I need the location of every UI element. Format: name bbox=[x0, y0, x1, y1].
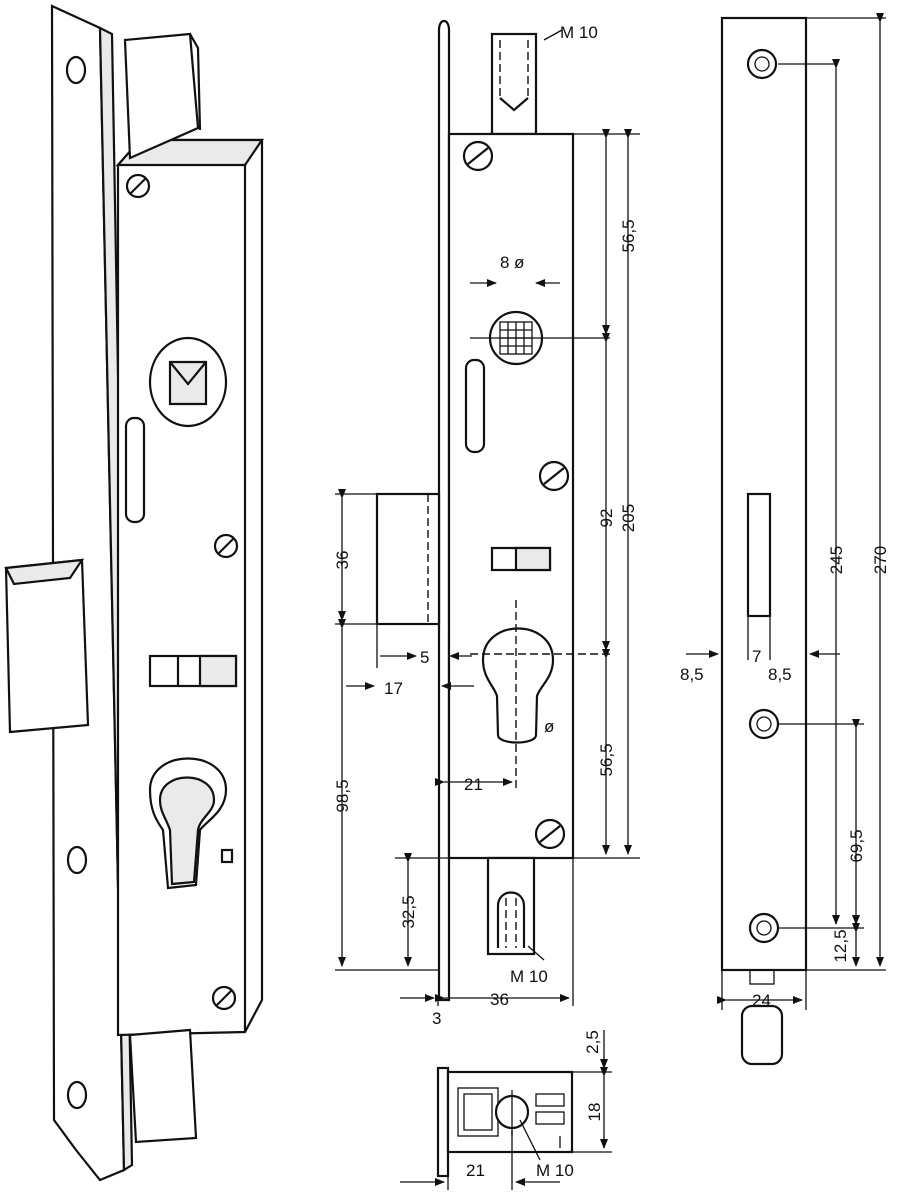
label-dim-205: 205 bbox=[619, 504, 638, 532]
label-dim-12-5: 12,5 bbox=[831, 929, 850, 962]
latch-bolt bbox=[4, 558, 90, 734]
top-bolt bbox=[123, 32, 200, 160]
front-case bbox=[447, 132, 575, 860]
label-thread-section: M 10 bbox=[536, 1161, 574, 1180]
front-cylinder-profile bbox=[481, 627, 555, 744]
side-latch-slot bbox=[746, 492, 772, 618]
label-dim-8-5-right: 8,5 bbox=[768, 665, 792, 684]
label-dim-36-latch: 36 bbox=[333, 551, 352, 570]
label-dim-8-suffix: ø bbox=[514, 253, 524, 272]
label-dim-245: 245 bbox=[827, 546, 846, 574]
label-dim-270: 270 bbox=[871, 546, 890, 574]
side-bottom-bolt bbox=[740, 1004, 784, 1066]
label-dim-56-5-top: 56,5 bbox=[619, 219, 638, 252]
case-screw-icon-1 bbox=[125, 173, 151, 199]
side-screw-hole-middle bbox=[748, 708, 780, 740]
front-faceplate-strip bbox=[437, 19, 451, 1002]
label-dim-17: 17 bbox=[384, 679, 403, 698]
label-dim-56-5-low: 56,5 bbox=[597, 743, 616, 776]
dimension-labels: M 10 M 10 M 10 56,5 92 205 56,5 8 ø ø 36… bbox=[333, 23, 890, 1180]
label-dim-7: 7 bbox=[752, 647, 761, 666]
lock-case bbox=[116, 138, 264, 1037]
label-thread-top: M 10 bbox=[560, 23, 598, 42]
front-top-bolt bbox=[490, 32, 538, 136]
perspective-view bbox=[4, 4, 265, 1182]
label-dim-3: 3 bbox=[432, 1009, 441, 1028]
front-view bbox=[335, 19, 640, 1006]
front-guide-slot bbox=[464, 358, 486, 454]
front-screw-icon-3 bbox=[534, 818, 566, 850]
bottom-bolt bbox=[128, 1028, 198, 1144]
label-dim-32-5: 32,5 bbox=[399, 895, 418, 928]
label-dim-21-section: 21 bbox=[466, 1161, 485, 1180]
label-dim-24: 24 bbox=[752, 991, 771, 1010]
label-dim-8-symbol: ø bbox=[544, 717, 554, 736]
label-dim-21: 21 bbox=[464, 775, 483, 794]
label-thread-bottom: M 10 bbox=[510, 967, 548, 986]
front-bottom-bolt bbox=[486, 856, 536, 956]
guide-slot bbox=[124, 416, 146, 524]
front-screw-icon-1 bbox=[462, 140, 494, 172]
label-dim-36-case: 36 bbox=[490, 990, 509, 1009]
label-dim-8-5-left: 8,5 bbox=[680, 665, 704, 684]
label-dim-69-5: 69,5 bbox=[847, 829, 866, 862]
faceplate-screw-hole-middle bbox=[66, 845, 88, 875]
label-dim-92: 92 bbox=[597, 509, 616, 528]
label-dim-18: 18 bbox=[585, 1103, 604, 1122]
section-view bbox=[400, 1030, 612, 1190]
label-dim-98-5: 98,5 bbox=[333, 779, 352, 812]
faceplate-screw-hole-top bbox=[65, 55, 87, 85]
side-screw-hole-top bbox=[746, 48, 778, 80]
side-screw-hole-bottom bbox=[748, 912, 780, 944]
front-latch-bolt bbox=[375, 492, 441, 626]
case-screw-icon-2 bbox=[213, 533, 239, 559]
section-faceplate bbox=[436, 1066, 450, 1178]
label-dim-5: 5 bbox=[420, 648, 429, 667]
label-dim-8: 8 bbox=[500, 253, 509, 272]
follower-hub bbox=[148, 336, 228, 428]
case-screw-icon-3 bbox=[211, 985, 237, 1011]
front-screw-icon-2 bbox=[538, 460, 570, 492]
side-view bbox=[686, 13, 886, 1066]
faceplate-screw-hole-bottom bbox=[66, 1080, 88, 1110]
label-dim-2-5: 2,5 bbox=[583, 1030, 602, 1054]
